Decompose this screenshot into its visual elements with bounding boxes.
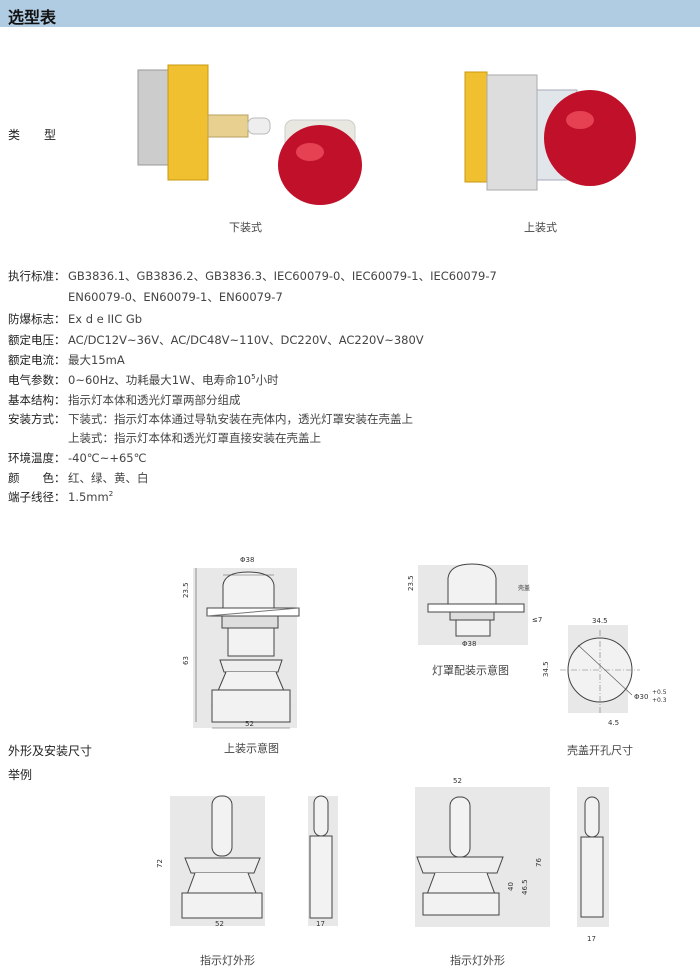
spec-electrical: 电气参数：0~60Hz、功耗最大1W、电寿命105小时 bbox=[8, 373, 279, 387]
type-label: 类 型 bbox=[8, 128, 57, 142]
product-image-top-mount bbox=[464, 71, 636, 191]
spec-current: 额定电流：最大15mA bbox=[8, 353, 125, 367]
example-label: 举例 bbox=[8, 768, 33, 782]
spec-mounting-cont: 上装式：指示灯本体和透光灯罩直接安装在壳盖上 bbox=[68, 431, 321, 445]
product-caption-top-mount: 上装式 bbox=[524, 221, 557, 234]
cover-label: 壳盖 bbox=[518, 584, 530, 592]
dim-w: 52 bbox=[215, 920, 224, 928]
product-caption-bottom-mount: 下装式 bbox=[229, 221, 262, 234]
outline-left-caption: 指示灯外形 bbox=[200, 954, 255, 967]
dim-h: 34.5 bbox=[542, 661, 550, 677]
outline-right-caption: 指示灯外形 bbox=[450, 954, 505, 967]
dim-h1: 23.5 bbox=[407, 575, 415, 591]
top-mount-drawing: Φ38 23.5 63 52 bbox=[182, 556, 300, 729]
spec-color: 颜 色：红、绿、黄、白 bbox=[8, 471, 149, 485]
section-header: 选型表 bbox=[0, 0, 700, 27]
dim-h2: 46.5 bbox=[521, 879, 529, 895]
dim-h3: 76 bbox=[535, 858, 543, 867]
dim-h: 72 bbox=[156, 859, 164, 868]
spec-structure: 基本结构：指示灯本体和透光灯罩两部分组成 bbox=[8, 393, 241, 407]
spec-mounting: 安装方式：下装式：指示灯本体通过导轨安装在壳体内，透光灯罩安装在壳盖上 bbox=[8, 412, 413, 426]
section-title: 选型表 bbox=[8, 8, 57, 27]
outline-left-drawing: 72 52 17 bbox=[156, 795, 338, 928]
dim-dia: Φ38 bbox=[462, 640, 476, 648]
dim-w: 34.5 bbox=[592, 617, 608, 625]
cover-fit-drawing: 23.5 壳盖 ≤7 Φ38 bbox=[407, 563, 542, 648]
spec-standards: 执行标准：GB3836.1、GB3836.2、GB3836.3、IEC60079… bbox=[8, 269, 497, 283]
spec-ex-mark: 防爆标志：Ex d e IIC Gb bbox=[8, 312, 143, 326]
dim-side-w: 17 bbox=[316, 920, 325, 928]
dim-slot: 4.5 bbox=[608, 719, 619, 727]
cutout-caption: 壳盖开孔尺寸 bbox=[567, 744, 633, 757]
top-mount-caption: 上装示意图 bbox=[224, 742, 279, 755]
outline-right-drawing: 52 40 46.5 76 17 bbox=[415, 777, 609, 943]
spec-wire: 端子线径：1.5mm2 bbox=[8, 490, 114, 504]
dim-dia: Φ30 bbox=[634, 693, 648, 701]
dim-dia: Φ38 bbox=[240, 556, 254, 564]
dim-tol-dn: +0.3 bbox=[652, 697, 667, 704]
dimensions-label: 外形及安装尺寸 bbox=[8, 744, 93, 758]
dim-h1: 23.5 bbox=[182, 582, 190, 598]
dim-w: 52 bbox=[453, 777, 462, 785]
spec-voltage: 额定电压：AC/DC12V~36V、AC/DC48V~110V、DC220V、A… bbox=[8, 333, 424, 347]
dim-w: 52 bbox=[245, 720, 254, 728]
dim-tol-up: +0.5 bbox=[652, 689, 667, 696]
dim-h1: 40 bbox=[507, 882, 515, 891]
dim-h2: 63 bbox=[182, 656, 190, 665]
spec-temperature: 环境温度：-40℃~+65℃ bbox=[8, 451, 147, 465]
cover-fit-caption: 灯罩配装示意图 bbox=[432, 664, 509, 677]
dim-thickness: ≤7 bbox=[532, 616, 542, 624]
product-image-bottom-mount bbox=[137, 64, 362, 205]
cutout-drawing: 34.5 34.5 Φ30 +0.5 +0.3 4.5 bbox=[542, 617, 667, 727]
dim-side-w: 17 bbox=[587, 935, 596, 943]
spec-standards-cont: EN60079-0、EN60079-1、EN60079-7 bbox=[68, 290, 283, 304]
